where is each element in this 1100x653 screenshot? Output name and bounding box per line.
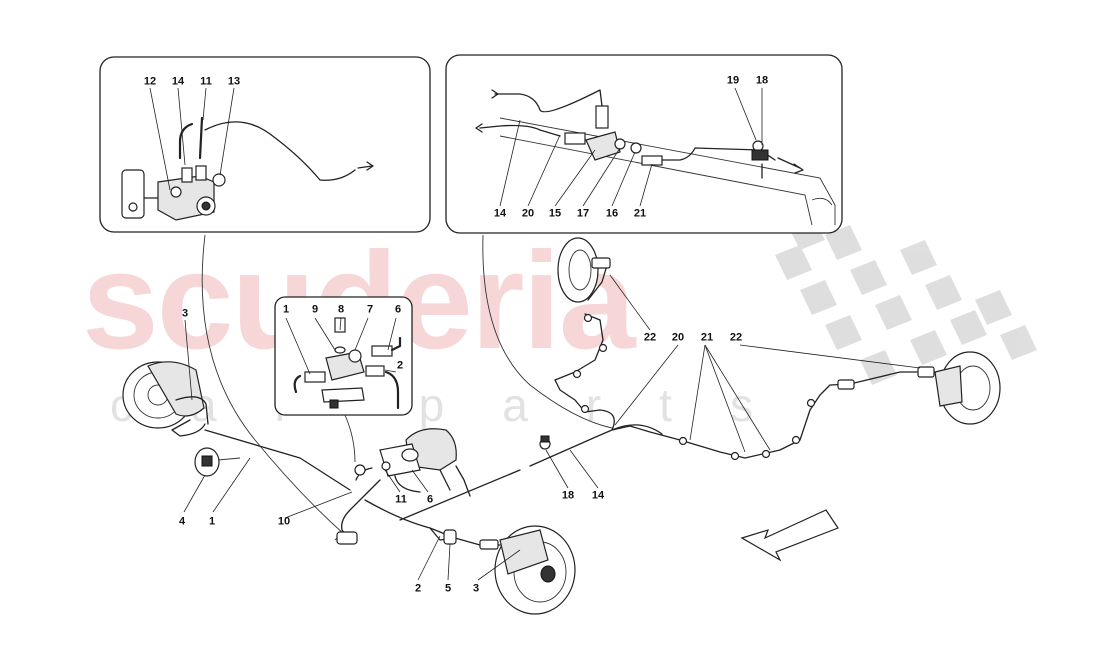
- callout-10: 10: [277, 515, 291, 528]
- callout-3: 3: [472, 582, 480, 595]
- callout-12: 12: [143, 75, 157, 88]
- callout-9: 9: [311, 303, 319, 316]
- rear-right-upper-brake: [557, 237, 611, 303]
- callout-21: 21: [633, 207, 647, 220]
- rear-brake-lines: [539, 261, 935, 461]
- callout-22: 22: [643, 331, 657, 344]
- detail-box-right: [445, 54, 843, 234]
- watermark-sub: car parts: [110, 379, 811, 431]
- pressure-valve-assembly: [121, 116, 374, 221]
- callout-2: 2: [414, 582, 422, 595]
- chassis-rail-detail: [475, 89, 836, 226]
- brake-master-cylinder: [336, 428, 613, 545]
- callout-4: 4: [178, 515, 186, 528]
- direction-arrow-icon: [740, 509, 839, 562]
- callout-11: 11: [200, 75, 212, 88]
- callout-7: 7: [366, 303, 374, 316]
- callout-1: 1: [282, 303, 290, 316]
- callout-16: 16: [605, 207, 619, 220]
- rear-left-brake: [429, 525, 576, 615]
- callout-18: 18: [561, 489, 575, 502]
- callout-5: 5: [444, 582, 452, 595]
- brake-hose-fitting-4: [194, 447, 241, 477]
- callout-14: 14: [171, 75, 185, 88]
- callout-3: 3: [181, 307, 189, 320]
- callout-22: 22: [729, 331, 743, 344]
- callout-18: 18: [755, 74, 769, 87]
- callout-8: 8: [337, 303, 345, 316]
- rear-right-brake: [934, 351, 1001, 425]
- brake-splitter-assembly: [293, 317, 402, 410]
- callout-6: 6: [426, 493, 434, 506]
- checkered-flag-icon: [775, 220, 1037, 385]
- callout-20: 20: [521, 207, 535, 220]
- callout-15: 15: [548, 207, 562, 220]
- callout-14: 14: [591, 489, 605, 502]
- callout-11: 11: [395, 493, 407, 506]
- callout-6: 6: [394, 303, 402, 316]
- callout-21: 21: [700, 331, 714, 344]
- callout-13: 13: [227, 75, 241, 88]
- callout-1: 1: [208, 515, 216, 528]
- callout-2: 2: [396, 359, 404, 372]
- callout-19: 19: [726, 74, 740, 87]
- callout-14: 14: [493, 207, 507, 220]
- callout-20: 20: [671, 331, 685, 344]
- callout-17: 17: [576, 207, 590, 220]
